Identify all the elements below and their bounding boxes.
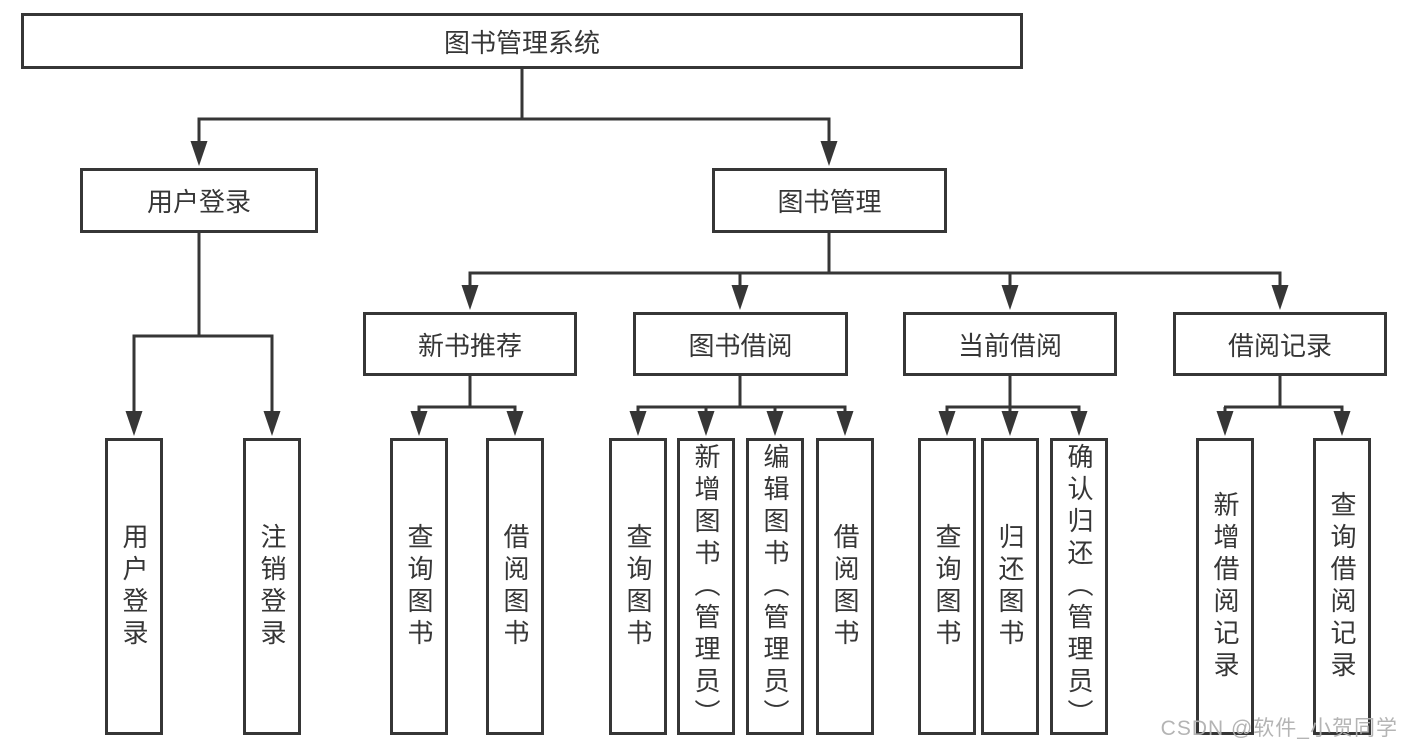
leaf-records-query-record-label: 查询借阅记录 — [1327, 490, 1357, 683]
node-library-system-label: 图书管理系统 — [443, 27, 600, 58]
node-user-login: 用户登录 — [80, 168, 318, 233]
leaf-current-confirm-return-admin-label: 确认归还（管理员） — [1064, 442, 1094, 731]
node-current-borrowing: 当前借阅 — [903, 312, 1117, 376]
node-book-borrowing: 图书借阅 — [633, 312, 848, 376]
node-library-system: 图书管理系统 — [21, 13, 1023, 69]
leaf-logout-label: 注销登录 — [257, 522, 287, 651]
leaf-recommend-query-books: 查询图书 — [390, 438, 448, 735]
csdn-watermark: CSDN @软件_小贺同学 — [1160, 717, 1398, 740]
leaf-borrowing-borrow-books: 借阅图书 — [816, 438, 874, 735]
leaf-records-query-record: 查询借阅记录 — [1313, 438, 1371, 735]
leaf-current-query-books-label: 查询图书 — [932, 522, 962, 651]
node-borrowing-records-label: 借阅记录 — [1227, 330, 1332, 361]
node-user-login-label: 用户登录 — [146, 187, 251, 217]
node-new-book-recommend-label: 新书推荐 — [417, 330, 522, 361]
leaf-recommend-query-books-label: 查询图书 — [404, 522, 434, 651]
node-book-borrowing-label: 图书借阅 — [688, 330, 793, 361]
node-new-book-recommend: 新书推荐 — [363, 312, 577, 376]
node-book-management: 图书管理 — [712, 168, 947, 233]
leaf-recommend-borrow-books-label: 借阅图书 — [500, 522, 530, 651]
leaf-current-query-books: 查询图书 — [918, 438, 976, 735]
leaf-logout: 注销登录 — [243, 438, 301, 735]
leaf-borrowing-query-books-label: 查询图书 — [623, 522, 653, 651]
leaf-borrowing-edit-books-admin-label: 编辑图书（管理员） — [760, 442, 790, 731]
leaf-borrowing-edit-books-admin: 编辑图书（管理员） — [746, 438, 804, 735]
leaf-records-add-record: 新增借阅记录 — [1196, 438, 1254, 735]
leaf-borrowing-add-books-admin: 新增图书（管理员） — [677, 438, 735, 735]
node-borrowing-records: 借阅记录 — [1173, 312, 1387, 376]
node-book-management-label: 图书管理 — [777, 187, 882, 217]
leaf-user-login: 用户登录 — [105, 438, 163, 735]
leaf-recommend-borrow-books: 借阅图书 — [486, 438, 544, 735]
leaf-borrowing-borrow-books-label: 借阅图书 — [830, 522, 860, 651]
leaf-borrowing-add-books-admin-label: 新增图书（管理员） — [691, 442, 721, 731]
leaf-current-confirm-return-admin: 确认归还（管理员） — [1050, 438, 1108, 735]
leaf-records-add-record-label: 新增借阅记录 — [1210, 490, 1240, 683]
leaf-user-login-label: 用户登录 — [119, 522, 149, 651]
leaf-borrowing-query-books: 查询图书 — [609, 438, 667, 735]
leaf-current-return-books-label: 归还图书 — [995, 522, 1025, 651]
leaf-current-return-books: 归还图书 — [981, 438, 1039, 735]
node-current-borrowing-label: 当前借阅 — [957, 330, 1062, 361]
